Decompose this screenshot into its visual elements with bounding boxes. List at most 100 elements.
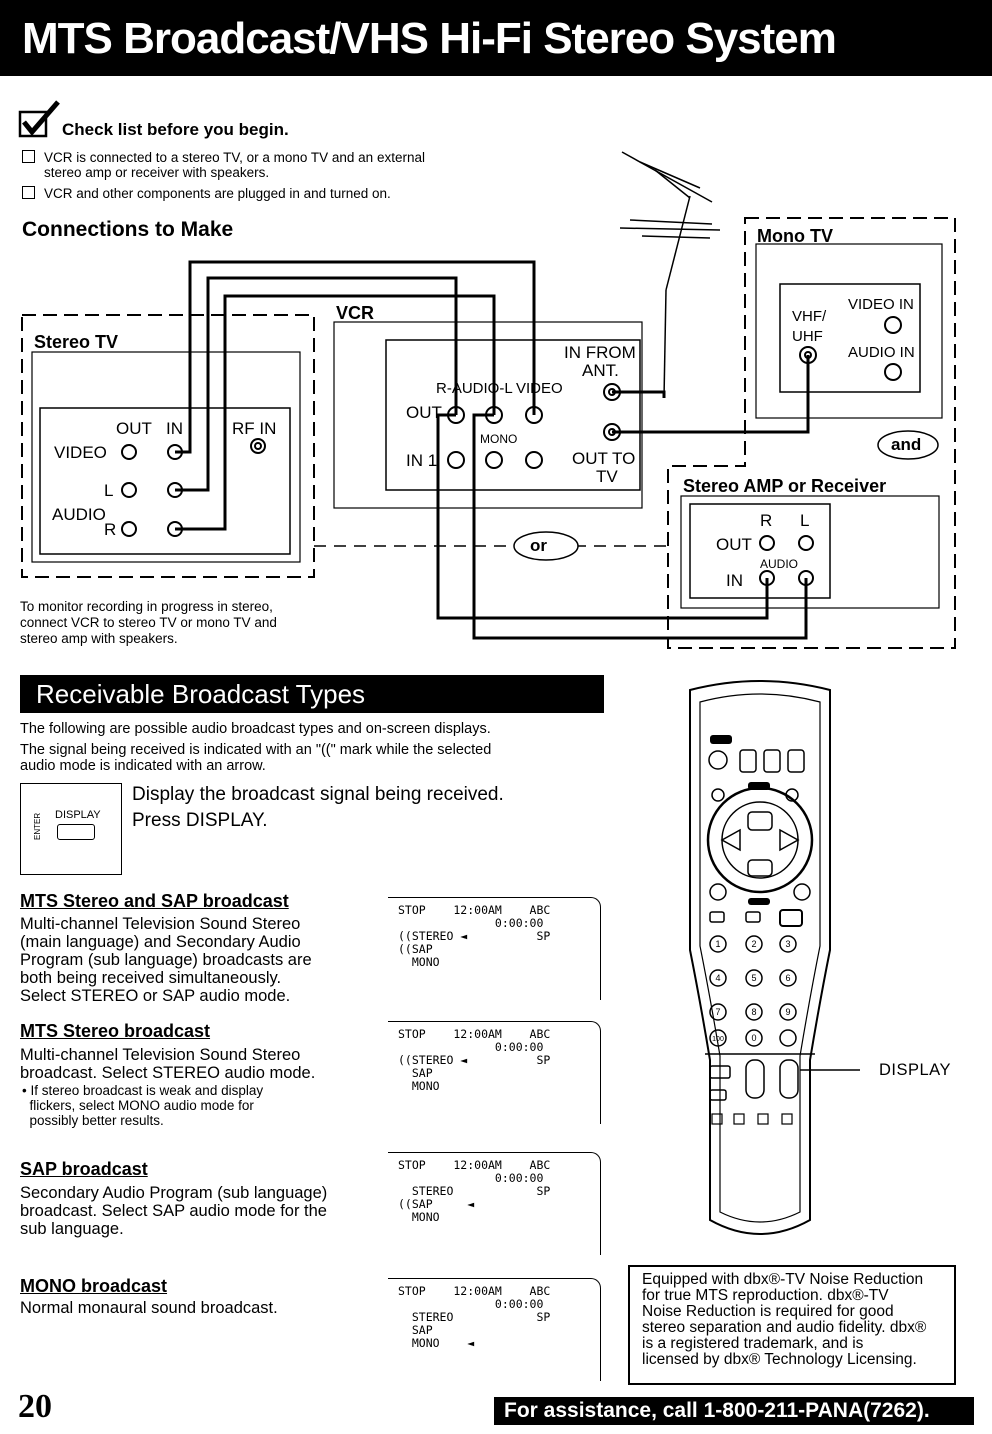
svg-text:0: 0	[751, 1033, 756, 1043]
mono-tv-audio-in-label: AUDIO IN	[848, 344, 915, 361]
broadcast-type-desc: Secondary Audio Program (sub language)	[20, 1184, 328, 1202]
broadcast-type-title: MTS Stereo and SAP broadcast	[20, 891, 289, 911]
amp-title: Stereo AMP or Receiver	[683, 476, 887, 496]
stereo-tv-video-label: VIDEO	[54, 443, 107, 462]
mono-tv-title: Mono TV	[757, 226, 833, 246]
stereo-tv-out-label: OUT	[116, 419, 152, 438]
dbx-note-line: for true MTS reproduction. dbx®-TV	[642, 1287, 889, 1304]
stereo-tv-r-label: R	[104, 520, 117, 539]
osd-text: STOP 12:00AM ABC 0:00:00 STEREO SP ((SAP…	[398, 1158, 551, 1224]
osd-screen	[388, 897, 601, 1000]
dbx-note-line: Noise Reduction is required for good	[642, 1303, 894, 1320]
amp-in-label: IN	[726, 571, 743, 590]
svg-text:7: 7	[715, 1007, 720, 1017]
broadcast-type-desc: Program (sub language) broadcasts are	[20, 951, 312, 969]
osd-text: STOP 12:00AM ABC 0:00:00 ((STEREO ◄ SP (…	[398, 903, 551, 969]
vcr-video-label: VIDEO	[516, 380, 563, 397]
svg-text:100: 100	[712, 1036, 724, 1043]
broadcast-type-title: MTS Stereo broadcast	[20, 1021, 211, 1041]
svg-text:6: 6	[785, 973, 790, 983]
section-bar	[20, 675, 604, 713]
broadcast-type-title: SAP broadcast	[20, 1159, 148, 1179]
vcr-audio-label: R-AUDIO-L	[436, 380, 513, 397]
amp-audio-label: AUDIO	[760, 557, 799, 571]
intro-line: The signal being received is indicated w…	[20, 742, 492, 758]
checkbox[interactable]	[22, 186, 35, 199]
vcr-ant-label: ANT.	[582, 361, 619, 380]
display-instruction: Display the broadcast signal being recei…	[132, 784, 504, 805]
dbx-note-line: Equipped with dbx®-TV Noise Reduction	[642, 1271, 924, 1288]
broadcast-type-desc: Select STEREO or SAP audio mode.	[20, 987, 291, 1005]
osd-text: STOP 12:00AM ABC 0:00:00 STEREO SP SAP M…	[398, 1284, 551, 1350]
osd-screen	[388, 1278, 601, 1381]
monitor-note-line: stereo amp with speakers.	[20, 631, 178, 646]
section-title: Receivable Broadcast Types	[36, 679, 366, 709]
broadcast-type-desc: broadcast. Select STEREO audio mode.	[20, 1064, 316, 1082]
broadcast-type-note: possibly better results.	[22, 1113, 164, 1128]
checkbox[interactable]	[22, 150, 35, 163]
svg-text:2: 2	[751, 939, 756, 949]
and-label: and	[891, 435, 922, 454]
dbx-note-line: stereo separation and audio fidelity. db…	[642, 1319, 927, 1336]
svg-text:5: 5	[751, 973, 756, 983]
broadcast-type-desc: broadcast. Select SAP audio mode for the	[20, 1202, 327, 1220]
dbx-note-text: Equipped with dbx®-TV Noise Reduction fo…	[642, 1272, 942, 1368]
dbx-note-box	[628, 1265, 956, 1385]
vcr-out-label: OUT	[406, 403, 442, 422]
or-label: or	[530, 536, 547, 555]
checklist-item: VCR and other components are plugged in …	[44, 186, 391, 201]
vcr-out-to-label: OUT TO	[572, 449, 636, 468]
display-button-box: DISPLAY ENTER	[20, 783, 122, 875]
mono-tv-video-in-label: VIDEO IN	[848, 296, 914, 313]
stereo-tv-audio-label: AUDIO	[52, 505, 106, 524]
stereo-tv-title: Stereo TV	[34, 332, 119, 352]
broadcast-type-title: MONO broadcast	[20, 1276, 168, 1296]
page-number: 20	[18, 1388, 52, 1425]
osd-text: STOP 12:00AM ABC 0:00:00 ((STEREO ◄ SP S…	[398, 1027, 551, 1093]
assistance-text: For assistance, call 1-800-211-PANA(7262…	[504, 1399, 930, 1422]
broadcast-type-desc: both being received simultaneously.	[20, 969, 282, 987]
assistance-bar	[494, 1397, 974, 1425]
stereo-tv-rfin-label: RF IN	[232, 419, 277, 438]
osd-screen	[388, 1021, 601, 1124]
svg-text:3: 3	[785, 939, 790, 949]
broadcast-type-desc: Multi-channel Television Sound Stereo	[20, 1046, 301, 1064]
vcr-in1-label: IN 1	[406, 451, 438, 470]
vcr-title: VCR	[336, 303, 375, 323]
svg-text:8: 8	[751, 1007, 756, 1017]
connection-diagram	[21, 151, 956, 649]
display-callout-label: DISPLAY	[879, 1061, 951, 1079]
vcr-in-from-label: IN FROM	[564, 343, 636, 362]
dbx-note-line: licensed by dbx® Technology Licensing.	[642, 1351, 917, 1368]
svg-text:9: 9	[785, 1007, 790, 1017]
broadcast-type-note: flickers, select MONO audio mode for	[22, 1098, 254, 1113]
amp-l-label: L	[800, 511, 810, 530]
antenna-icon	[619, 151, 721, 399]
checklist-item: VCR is connected to a stereo TV, or a mo…	[44, 150, 425, 165]
vcr-mono-label: MONO	[480, 432, 518, 446]
page-header-bar	[0, 0, 992, 76]
mono-tv-vhf-label: VHF/	[792, 308, 827, 325]
monitor-note-line: To monitor recording in progress in ster…	[20, 599, 273, 614]
amp-r-label: R	[760, 511, 773, 530]
power-button	[710, 735, 732, 744]
checklist-heading: Check list before you begin.	[62, 120, 289, 139]
dbx-note-line: is a registered trademark, and is	[642, 1335, 864, 1352]
broadcast-type-desc: Normal monaural sound broadcast.	[20, 1299, 278, 1317]
mono-tv-uhf-label: UHF	[792, 328, 823, 345]
broadcast-type-desc: Multi-channel Television Sound Stereo	[20, 915, 301, 933]
stereo-tv-in-label: IN	[166, 419, 183, 438]
display-instruction: Press DISPLAY.	[132, 810, 268, 831]
intro-line: The following are possible audio broadca…	[20, 721, 491, 737]
page-title: MTS Broadcast/VHS Hi-Fi Stereo System	[22, 14, 837, 63]
intro-line: audio mode is indicated with an arrow.	[20, 758, 266, 774]
display-button[interactable]	[57, 824, 95, 840]
monitor-note-line: connect VCR to stereo TV or mono TV and	[20, 615, 277, 630]
connections-heading: Connections to Make	[22, 218, 234, 241]
svg-text:4: 4	[715, 973, 720, 983]
stereo-tv-l-label: L	[104, 481, 114, 500]
osd-screen	[388, 1152, 601, 1255]
enter-label: ENTER	[33, 812, 42, 840]
checklist-item: stereo amp or receiver with speakers.	[44, 165, 270, 180]
